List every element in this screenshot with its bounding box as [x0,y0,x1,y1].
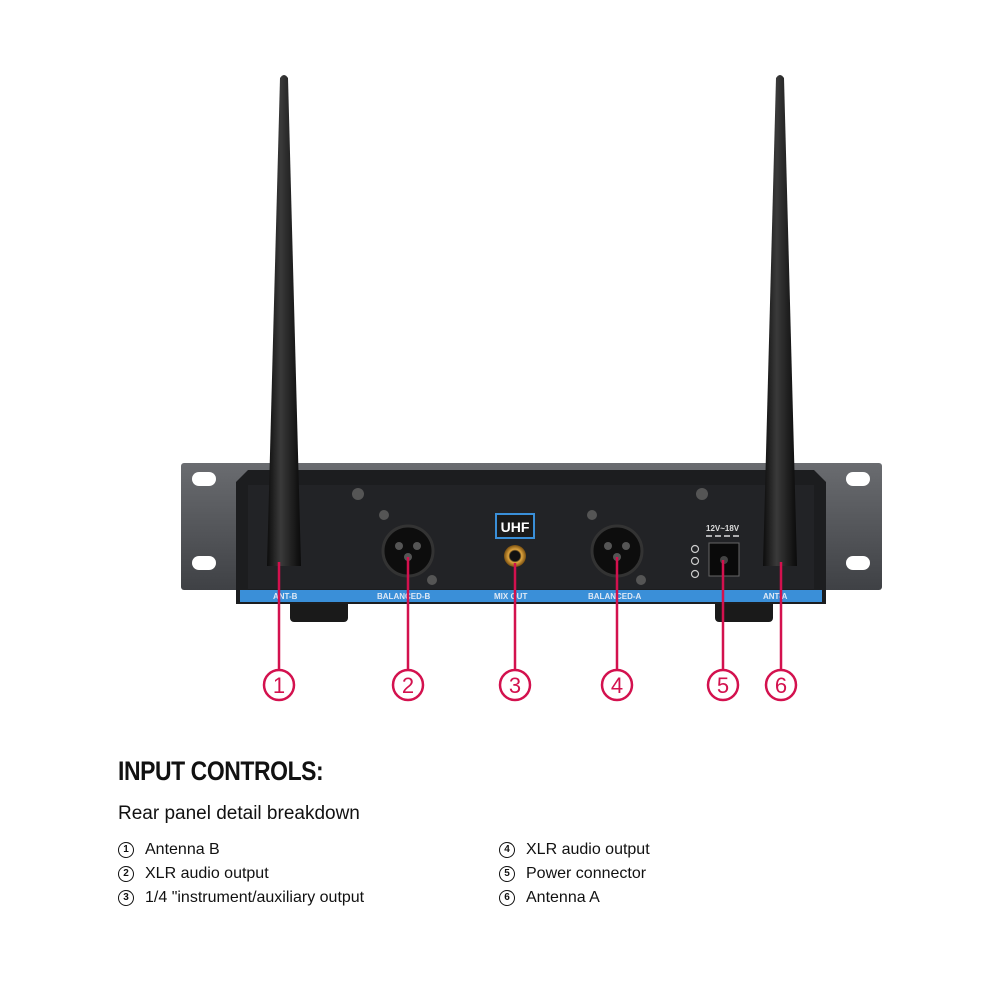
screw-icon [696,488,708,500]
item-number: 1 [118,842,134,858]
label-strip [240,590,822,602]
item-number: 6 [499,890,515,906]
item-number: 4 [499,842,515,858]
item-label: Antenna B [145,841,220,858]
uhf-badge-text: UHF [501,519,530,535]
rack-hole [192,556,216,570]
item-label: 1/4 "instrument/auxiliary output [145,889,365,906]
voltage-label: 12V~18V [706,524,740,533]
polarity-icon [690,544,700,579]
item-label: XLR audio output [526,841,650,858]
callout-3 [498,668,532,702]
callout-number: 5 [717,673,729,698]
antenna-a [763,75,797,566]
screw-icon [352,488,364,500]
callout-number: 1 [273,673,285,698]
label-balanced-a: BALANCED-A [588,592,642,601]
legend-right: 4 XLR audio output 5 Power connector 6 Ante… [499,838,650,910]
label-mix-out: MIX OUT [494,592,527,601]
item-number: 2 [118,866,134,882]
list-item: 6 Antenna A [499,886,650,910]
callout-number: 4 [611,673,623,698]
callout-number: 3 [509,673,521,698]
callout-4 [600,668,634,702]
callout-number: 2 [402,673,414,698]
item-number: 3 [118,890,134,906]
list-item: 5 Power connector [499,862,650,886]
callout-number: 6 [775,673,787,698]
quarter-inch-jack [504,545,526,567]
label-ant-a: ANT-A [763,592,788,601]
list-item: 3 1/4 "instrument/auxiliary output [118,886,364,910]
item-label: XLR audio output [145,865,269,882]
legend-left: 1 Antenna B 2 XLR audio output 3 1/4 "instr… [118,838,364,910]
list-item: 4 XLR audio output [499,838,650,862]
list-item: 1 Antenna B [118,838,364,862]
foot [290,600,348,622]
xlr-connector-a [587,510,646,585]
rack-hole [192,472,216,486]
callout-2 [391,668,425,702]
receiver-rear-panel: ANT-B BALANCED-B MIX OUT BALANCED-A ANT-… [181,75,882,702]
rack-hole [846,556,870,570]
list-item: 2 XLR audio output [118,862,364,886]
label-ant-b: ANT-B [273,592,298,601]
heading: INPUT CONTROLS: [118,756,324,786]
rack-hole [846,472,870,486]
foot [715,600,773,622]
item-label: Power connector [526,865,647,882]
label-balanced-b: BALANCED-B [377,592,431,601]
item-number: 5 [499,866,515,882]
callout-6 [764,668,798,702]
item-label: Antenna A [526,889,600,906]
callout-1 [262,668,296,702]
uhf-badge [495,513,535,539]
callout-5 [706,668,740,702]
antenna-b [267,75,301,566]
subheading: Rear panel detail breakdown [118,803,360,824]
